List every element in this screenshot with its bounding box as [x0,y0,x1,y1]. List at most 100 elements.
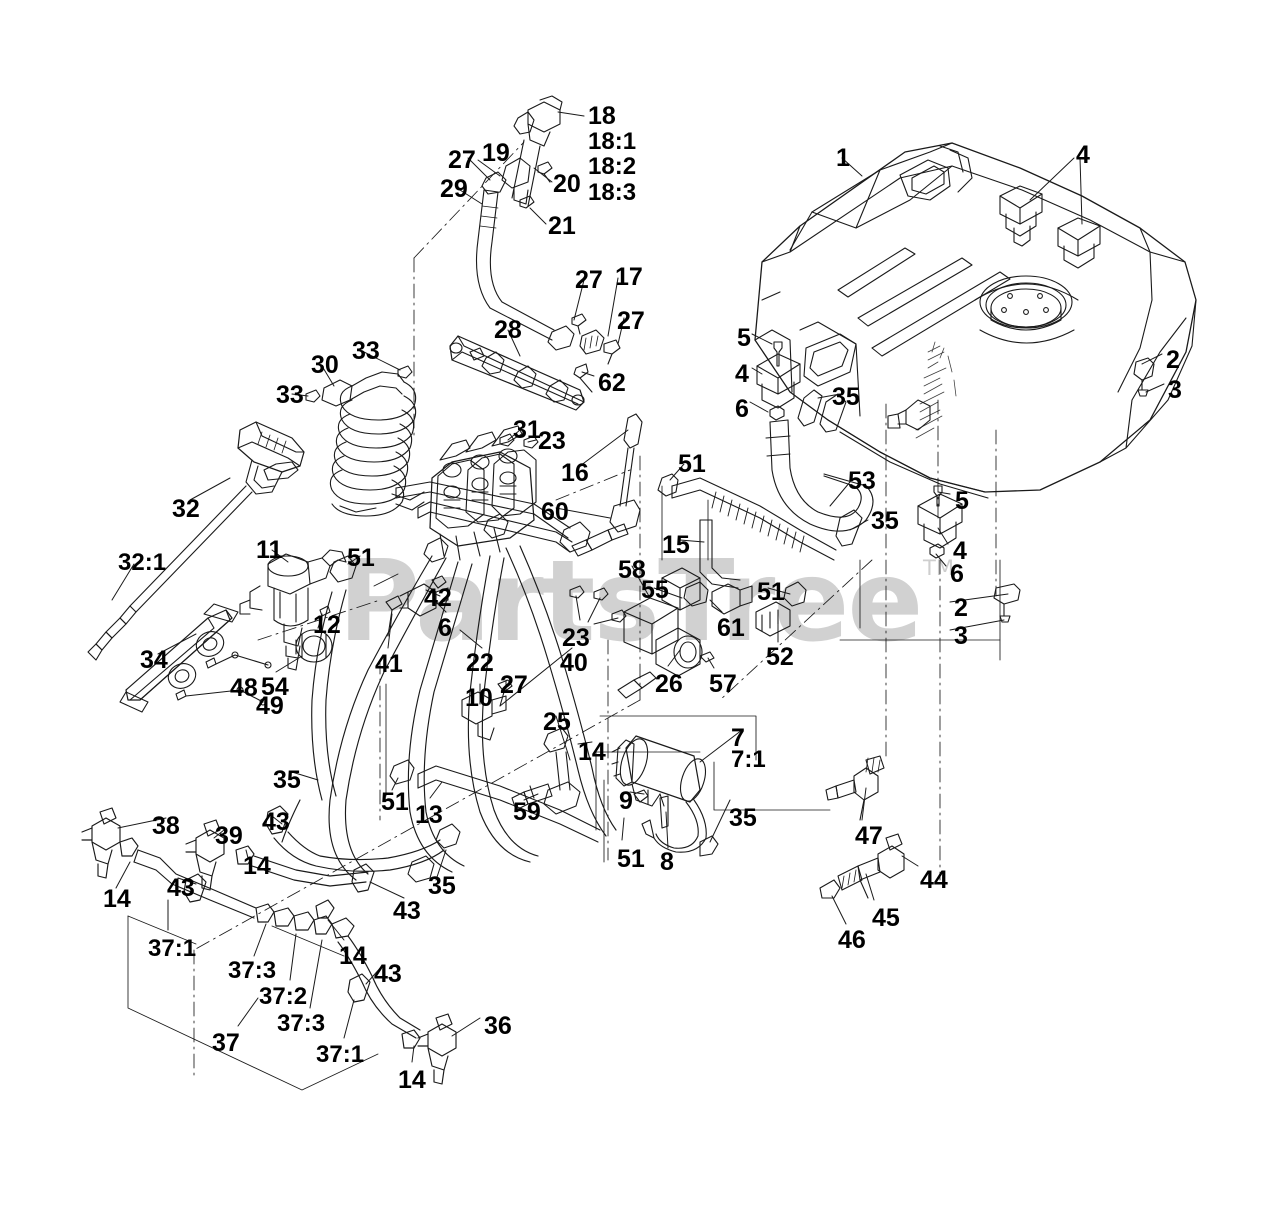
tank-assembly [754,142,1197,499]
callout-14: 14 [243,852,271,880]
callout-11: 11 [256,536,283,564]
grommet-right-upper [1133,357,1155,397]
callout-35: 35 [428,872,456,900]
callout-13: 13 [415,801,443,829]
callout-10: 10 [465,684,493,712]
callout-43: 43 [374,960,402,988]
callout-39: 39 [215,822,243,850]
spray-gun-32 [87,421,305,661]
callout-48: 48 [230,674,258,702]
callout-43: 43 [262,808,290,836]
grommet-right-lower [993,583,1021,623]
callout-8: 8 [660,848,674,876]
callout-14: 14 [339,942,367,970]
callout-20: 20 [553,170,581,198]
callout-51: 51 [347,544,375,572]
callout-54: 54 [261,673,289,701]
callout-25: 25 [543,708,571,736]
callout-27: 27 [500,671,528,699]
callout-6: 6 [950,560,964,588]
callout-27: 27 [617,307,645,335]
tank-mount-upper-right [999,185,1043,247]
assembly-guide-lines [193,141,997,1081]
callout-51: 51 [678,450,706,478]
callout-37-2: 37:2 [259,983,308,1010]
callout-28: 28 [494,316,522,344]
callout-7: 7 [731,724,745,752]
callout-2: 2 [1166,346,1180,374]
strainer-11 [239,549,357,671]
callout-4: 4 [735,360,749,388]
callout-53: 53 [848,467,876,495]
callout-14: 14 [578,738,606,766]
callout-33: 33 [276,381,304,409]
callout-37: 37 [212,1029,240,1057]
callout-32-1: 32:1 [118,549,167,576]
fitting-42 [385,575,449,637]
callout-35: 35 [273,766,301,794]
callout-33: 33 [352,337,380,365]
callout-32: 32 [172,495,200,523]
callout-59: 59 [513,798,541,826]
callout-27: 27 [448,146,476,174]
callout-16: 16 [561,459,589,487]
callout-51: 51 [381,788,409,816]
callout-31: 31 [513,416,541,444]
pump-7 [611,735,719,857]
callout-21: 21 [548,212,576,240]
callout-1: 1 [836,144,850,172]
suction-line-15 [657,473,837,637]
fitting-10 [461,679,513,741]
callout-51: 51 [757,578,785,606]
callout-4: 4 [1076,141,1090,169]
callout-35: 35 [729,804,757,832]
callout-9: 9 [619,787,633,815]
callout-36: 36 [484,1012,512,1040]
callout-3: 3 [954,622,968,650]
fitting-44-45-46 [819,833,905,899]
callout-52: 52 [766,643,794,671]
callout-27: 27 [575,266,603,294]
hose-network-bottom-left [81,799,457,1085]
callout-leaders [111,111,1165,1063]
callout-5: 5 [737,324,751,352]
callout-51: 51 [617,845,645,873]
callout-18-3: 18:3 [588,179,637,206]
callout-60: 60 [541,498,569,526]
callout-61: 61 [717,614,745,642]
tank-mount-lower-right [1057,217,1101,269]
clamp-35-c [835,509,863,547]
callout-14: 14 [398,1066,426,1094]
callout-14: 14 [103,885,131,913]
callout-22: 22 [466,649,494,677]
callout-40: 40 [560,649,588,677]
hose-53 [765,419,874,532]
group-boxes [127,485,1001,1091]
manifold-26-55-58 [569,567,715,699]
boom-wand-34 [119,603,272,713]
callout-6: 6 [735,395,749,423]
callout-62: 62 [598,369,626,397]
callout-37-1: 37:1 [148,935,197,962]
callout-35: 35 [832,383,860,411]
callout-2: 2 [954,594,968,622]
callout-38: 38 [152,812,180,840]
callout-41: 41 [375,650,403,678]
callout-4: 4 [953,537,967,565]
callout-3: 3 [1168,376,1182,404]
callout-18-2: 18:2 [588,153,637,180]
manifold-13 [389,759,601,883]
callout-6: 6 [438,614,452,642]
callout-37-3: 37:3 [228,957,277,984]
callout-44: 44 [920,866,948,894]
callout-58: 58 [618,556,646,584]
callout-18: 18 [588,102,616,130]
callout-19: 19 [482,139,510,167]
callout-43: 43 [393,897,421,925]
callout-18-1: 18:1 [588,128,637,155]
callout-37-1: 37:1 [316,1041,365,1068]
callout-7-1: 7:1 [731,746,766,773]
cable-16 [571,413,643,557]
callout-23: 23 [562,624,590,652]
